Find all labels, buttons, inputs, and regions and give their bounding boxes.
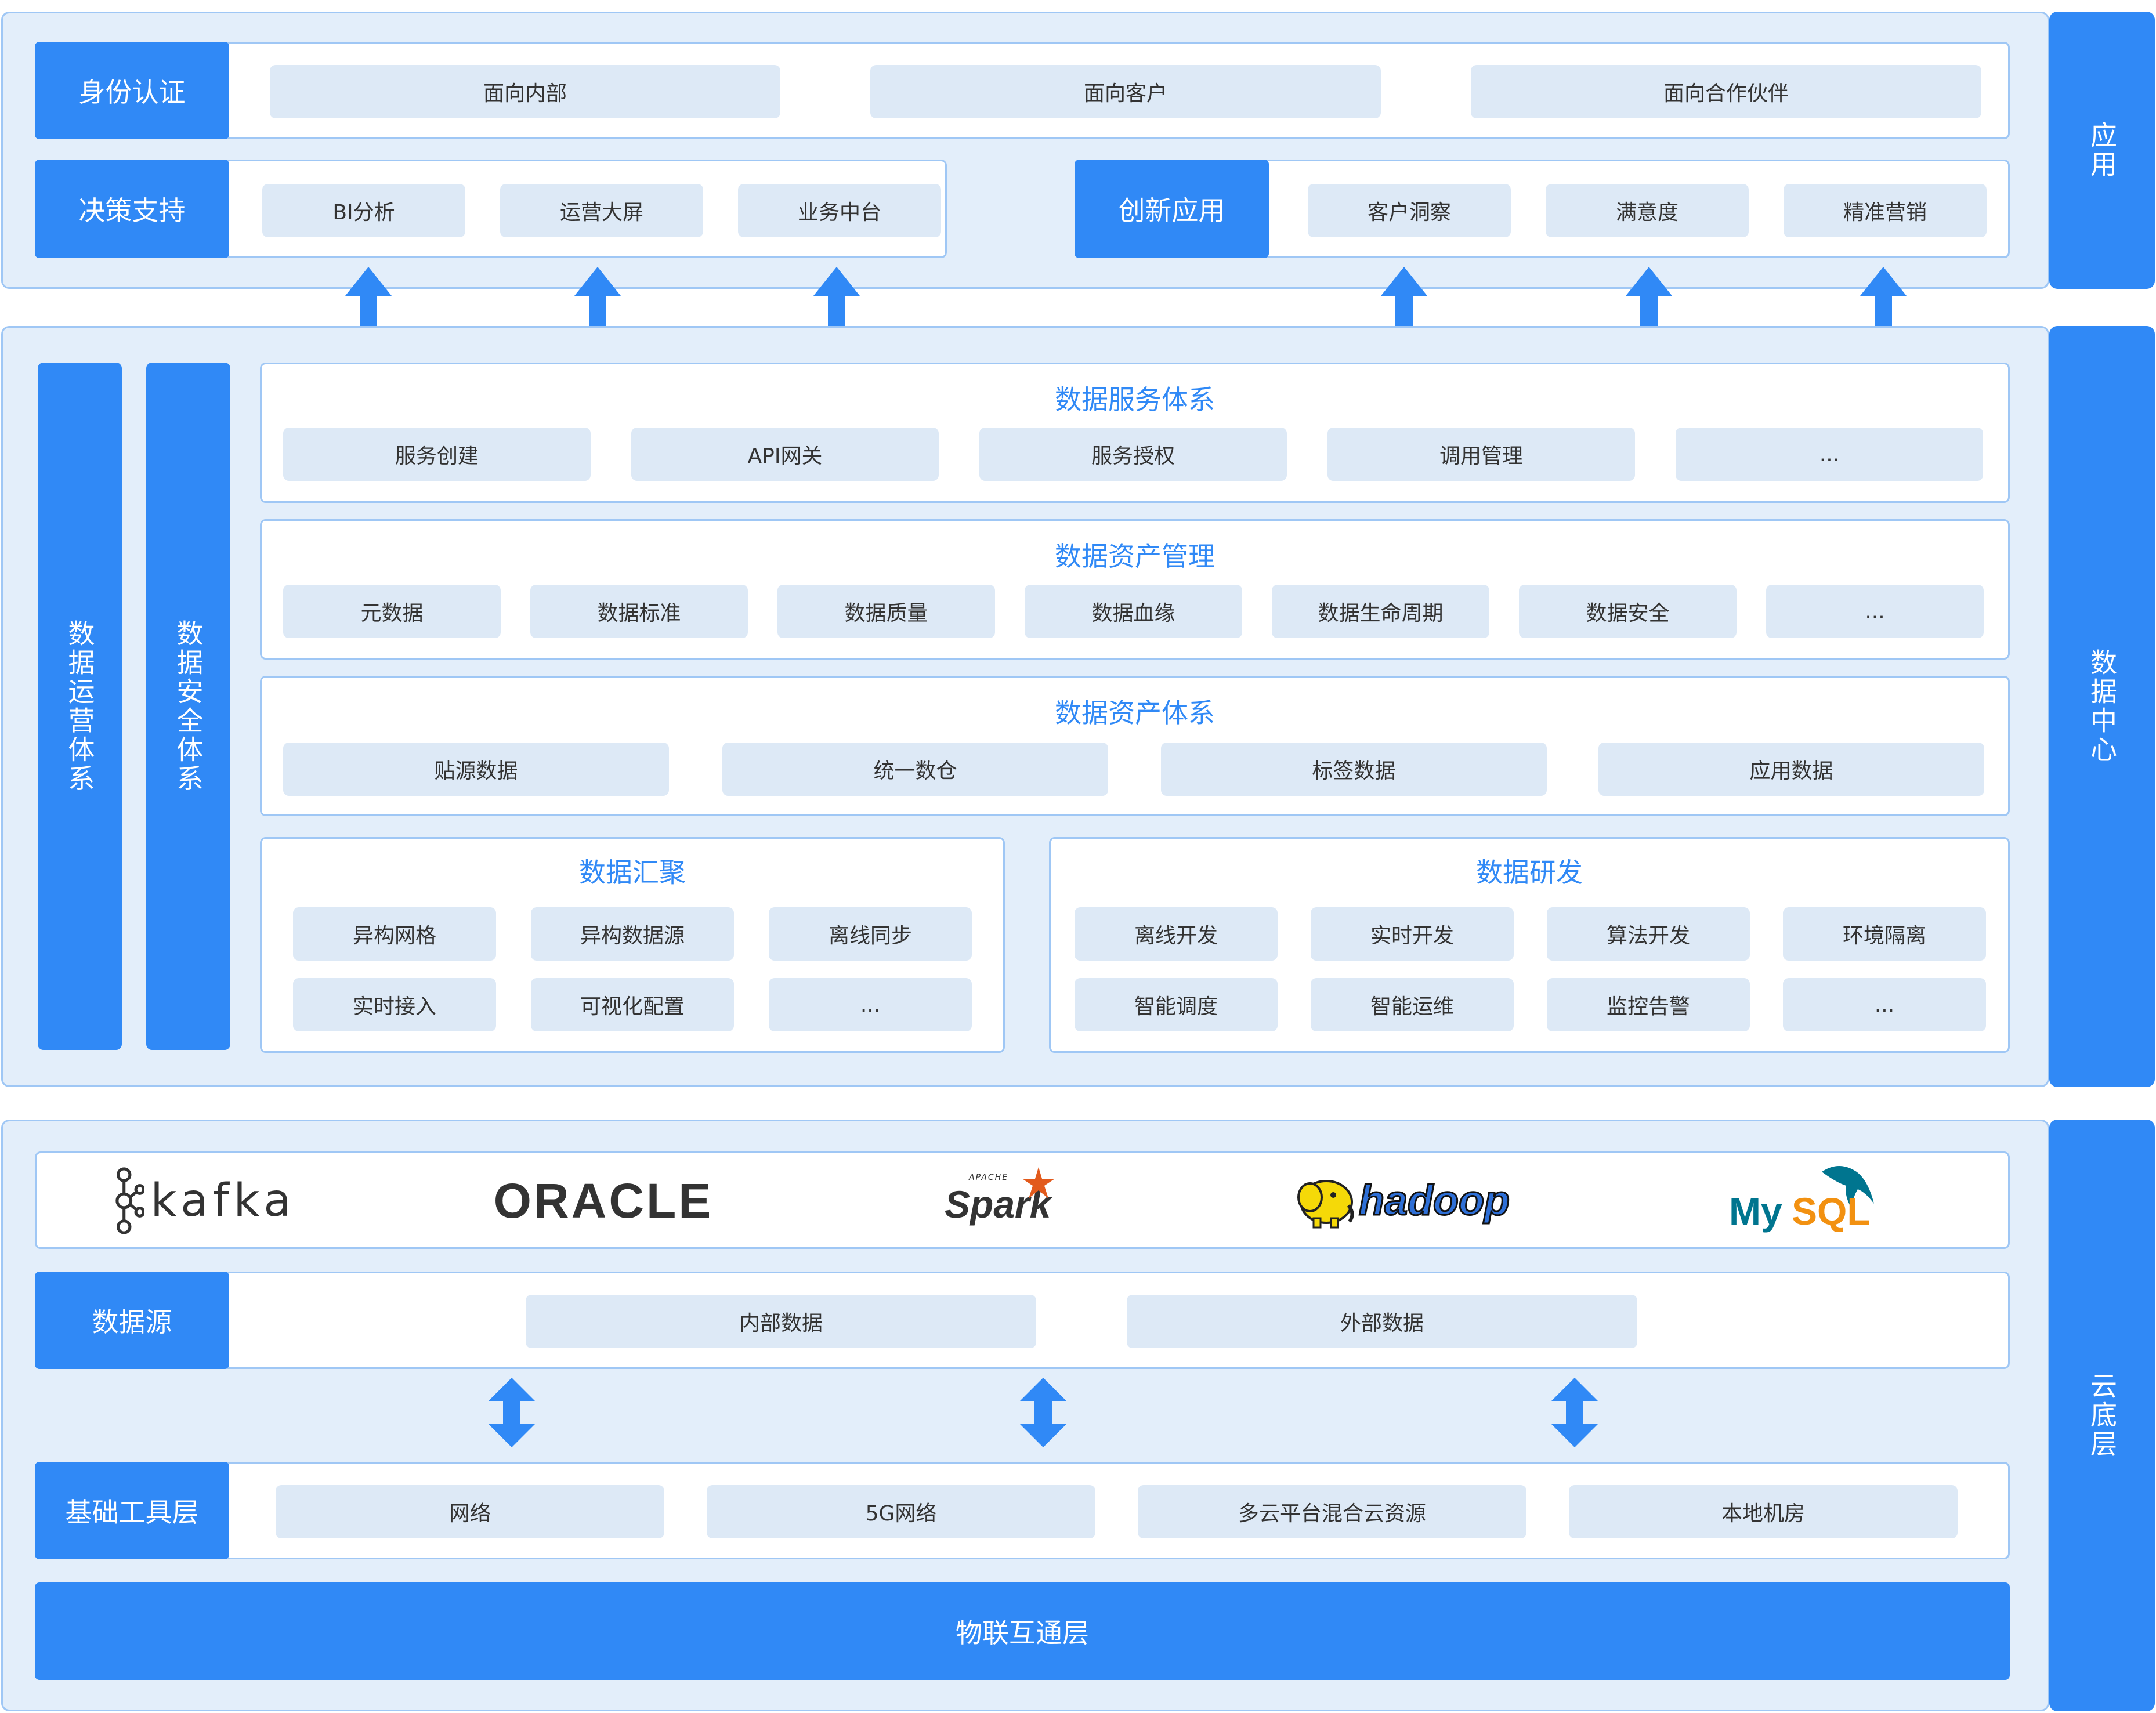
kafka-logo: kafka [110,1157,296,1244]
asset-system-item[interactable]: 应用数据 [1598,743,1984,796]
data-security-system: 数据安全体系 [146,363,230,1050]
up-arrow-icon [1860,267,1907,336]
service-item[interactable]: 服务授权 [979,428,1287,481]
kafka-icon [115,1167,145,1234]
spark-star-icon [1022,1167,1055,1198]
iot-layer-bar: 物联互通层 [35,1582,2010,1680]
mysql-logo: My SQL [1723,1157,1897,1244]
aggregation-item[interactable]: 异构网格 [293,907,496,961]
oracle-text: ORACLE [493,1173,714,1228]
application-layer-label: 应用 [2049,12,2155,289]
up-arrows [345,267,1907,336]
hadoop-logo: hadoop [1276,1157,1526,1244]
aggregation-item[interactable]: 离线同步 [769,907,972,961]
innovation-label: 创新应用 [1075,160,1269,258]
data-ops-system: 数据运营体系 [38,363,122,1050]
decision-item-midplatform[interactable]: 业务中台 [738,184,941,237]
asset-system-title: 数据资产体系 [1055,697,1215,729]
asset-mgmt-item[interactable]: 数据质量 [777,585,995,638]
infra-item-local-dc[interactable]: 本地机房 [1569,1485,1958,1538]
development-item[interactable]: 环境隔离 [1783,907,1986,961]
up-arrow-icon [345,267,392,336]
aggregation-item[interactable]: 可视化配置 [531,978,734,1031]
mysql-dolphin-icon [1822,1166,1874,1211]
datasource-item-external[interactable]: 外部数据 [1127,1295,1637,1348]
spark-logo: APACHE Spark [928,1157,1068,1244]
identity-label: 身份认证 [35,42,229,139]
infra-item-network[interactable]: 网络 [276,1485,664,1538]
development-item[interactable]: 离线开发 [1075,907,1278,961]
service-item[interactable]: ... [1676,428,1983,481]
aggregation-item[interactable]: 实时接入 [293,978,496,1031]
asset-mgmt-item[interactable]: 元数据 [283,585,501,638]
aggregation-item[interactable]: 异构数据源 [531,907,734,961]
mysql-sql-text: SQL [1792,1190,1871,1233]
asset-system-item[interactable]: 贴源数据 [283,743,669,796]
up-arrow-icon [1626,267,1672,336]
up-arrow-icon [574,267,621,336]
development-item[interactable]: 智能运维 [1311,978,1514,1031]
asset-mgmt-item[interactable]: ... [1766,585,1984,638]
asset-mgmt-item[interactable]: 数据血缘 [1025,585,1242,638]
asset-system-item[interactable]: 统一数仓 [722,743,1108,796]
service-item[interactable]: 调用管理 [1327,428,1635,481]
service-item[interactable]: API网关 [631,428,939,481]
decision-item-dashboard[interactable]: 运营大屏 [500,184,703,237]
identity-item-partner[interactable]: 面向合作伙伴 [1471,65,1981,118]
asset-mgmt-item[interactable]: 数据生命周期 [1272,585,1489,638]
datasource-label: 数据源 [35,1272,229,1369]
tech-logos-panel [35,1151,2010,1249]
development-item[interactable]: 智能调度 [1075,978,1278,1031]
cloud-layer-label: 云底层 [2049,1120,2155,1711]
infra-item-5g[interactable]: 5G网络 [707,1485,1095,1538]
asset-mgmt-item[interactable]: 数据标准 [530,585,748,638]
spark-apache-text: APACHE [969,1173,1009,1182]
development-title: 数据研发 [1476,857,1583,888]
development-item[interactable]: 算法开发 [1547,907,1750,961]
kafka-text: kafka [150,1175,296,1227]
decision-label: 决策支持 [35,160,229,258]
innovation-item-marketing[interactable]: 精准营销 [1784,184,1987,237]
development-item[interactable]: 监控告警 [1547,978,1750,1031]
aggregation-item[interactable]: ... [769,978,972,1031]
mysql-my-text: My [1729,1190,1782,1233]
hadoop-text: hadoop [1358,1177,1511,1225]
data-center-layer-label: 数据中心 [2049,326,2155,1087]
hadoop-elephant-icon [1297,1180,1354,1229]
infra-item-hybrid-cloud[interactable]: 多云平台混合云资源 [1138,1485,1526,1538]
data-service-title: 数据服务体系 [1055,384,1215,415]
datasource-item-internal[interactable]: 内部数据 [526,1295,1036,1348]
bidirectional-arrows [489,1378,1598,1447]
development-item[interactable]: ... [1783,978,1986,1031]
double-arrow-icon [489,1378,535,1447]
innovation-item-insight[interactable]: 客户洞察 [1308,184,1511,237]
up-arrow-icon [813,267,860,336]
decision-item-bi[interactable]: BI分析 [262,184,465,237]
aggregation-title: 数据汇聚 [579,857,686,888]
double-arrow-icon [1551,1378,1598,1447]
asset-system-item[interactable]: 标签数据 [1161,743,1547,796]
identity-item-internal[interactable]: 面向内部 [270,65,780,118]
asset-mgmt-item[interactable]: 数据安全 [1519,585,1737,638]
development-item[interactable]: 实时开发 [1311,907,1514,961]
oracle-logo: ORACLE [464,1157,743,1244]
innovation-item-satisfaction[interactable]: 满意度 [1546,184,1749,237]
infra-label: 基础工具层 [35,1462,229,1559]
service-item[interactable]: 服务创建 [283,428,591,481]
identity-item-customer[interactable]: 面向客户 [870,65,1381,118]
up-arrow-icon [1381,267,1427,336]
asset-mgmt-title: 数据资产管理 [1055,541,1215,572]
double-arrow-icon [1020,1378,1066,1447]
